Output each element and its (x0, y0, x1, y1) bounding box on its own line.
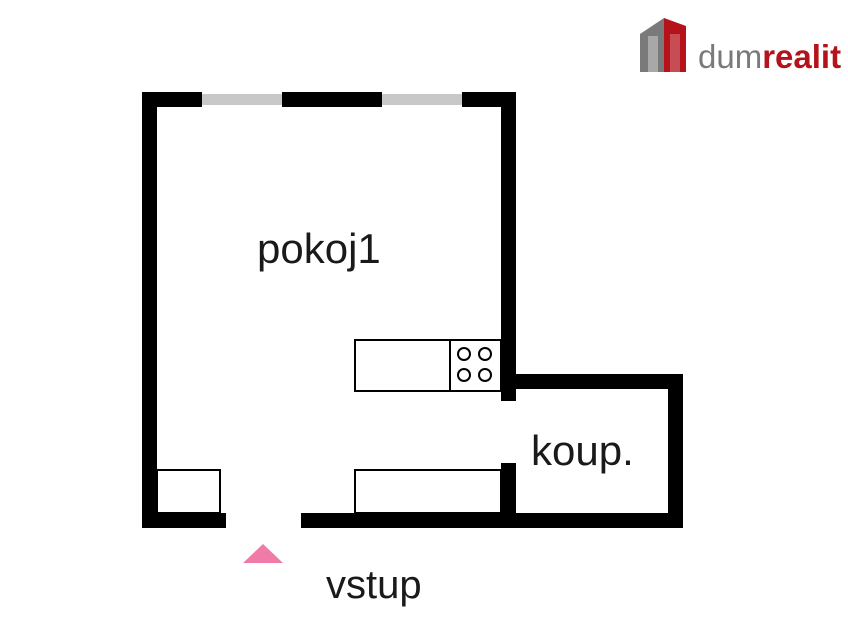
window-top-right (382, 94, 462, 105)
brand-name-bold: realit (762, 38, 842, 75)
window-top-left (202, 94, 282, 105)
cabinet-right (354, 469, 502, 514)
wall-bathroom-right (668, 374, 683, 528)
entry-arrow-icon (243, 544, 283, 563)
wall-right-upper (501, 92, 516, 401)
stove-icon (457, 347, 492, 382)
building-logo-icon (640, 18, 686, 72)
wall-left (142, 92, 157, 528)
kitchen-counter (354, 339, 502, 392)
wall-bottom-left (142, 513, 226, 528)
brand-name-regular: dum (698, 38, 763, 75)
wall-bottom-right (301, 513, 683, 528)
wall-top-middle (282, 92, 382, 107)
entry-label: vstup (326, 563, 422, 607)
wall-bathroom-left (501, 463, 516, 528)
cabinet-left (156, 469, 221, 514)
wall-bathroom-top (501, 374, 683, 389)
room-label-bathroom: koup. (531, 427, 634, 474)
brand-wordmark: dumrealit (698, 40, 841, 73)
room-label-pokoj1: pokoj1 (257, 225, 381, 272)
